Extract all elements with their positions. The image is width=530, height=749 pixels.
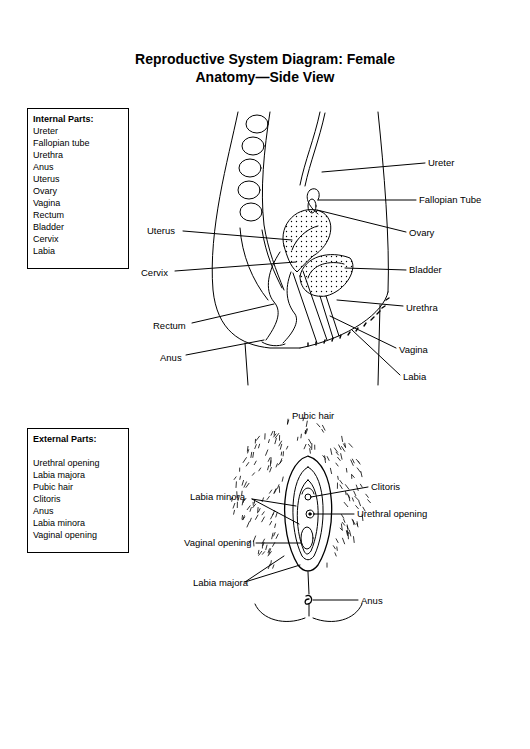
ovary <box>308 199 316 213</box>
list-item: Anus <box>33 161 123 173</box>
list-item: Anus <box>33 505 123 517</box>
vertebra <box>240 203 262 221</box>
part-label: Pubic hair <box>292 410 334 422</box>
list-item: Vaginal opening <box>33 529 123 541</box>
list-item: Cervix <box>33 233 123 245</box>
part-label: Bladder <box>409 264 442 276</box>
part-label: Anus <box>361 595 383 607</box>
ureter <box>300 112 325 186</box>
leg-line <box>378 305 380 385</box>
list-item: Bladder <box>33 221 123 233</box>
diagram-title: Reproductive System Diagram: Female Anat… <box>135 50 395 86</box>
part-label: Urethra <box>406 302 438 314</box>
vertebra <box>246 115 268 133</box>
leader-line <box>352 330 400 375</box>
part-label: Anus <box>160 352 182 364</box>
leader-line <box>252 499 299 524</box>
abdomen-outline <box>378 112 388 292</box>
perineum <box>308 572 309 594</box>
part-label: Cervix <box>141 267 168 279</box>
bladder-inner <box>308 263 344 278</box>
list-item: Clitoris <box>33 493 123 505</box>
list-heading: External Parts: <box>33 433 123 445</box>
anus-external <box>305 595 312 604</box>
urethral-dot <box>309 513 311 515</box>
urethra <box>320 296 339 338</box>
leader-line <box>314 514 354 515</box>
list-item: Urethra <box>33 149 123 161</box>
vertebra <box>239 159 261 177</box>
bladder <box>300 255 353 297</box>
list-item: Urethral opening <box>33 457 123 469</box>
list-item: Fallopian tube <box>33 137 123 149</box>
leader-line <box>186 340 264 355</box>
leader-line <box>317 210 406 232</box>
vertebra <box>242 137 264 155</box>
part-label: Rectum <box>153 320 186 332</box>
parts-list-box: External Parts: Urethral openingLabia maj… <box>27 428 129 553</box>
list-item: Pubic hair <box>33 481 123 493</box>
leader-line <box>311 487 368 497</box>
list-item: Labia <box>33 245 123 257</box>
part-label: Fallopian Tube <box>419 194 481 206</box>
anus-side <box>262 342 285 346</box>
list-item: Labia majora <box>33 469 123 481</box>
list-item: Uterus <box>33 173 123 185</box>
leader-line <box>192 304 274 323</box>
leader-lines <box>175 163 425 600</box>
part-label: Clitoris <box>371 481 400 493</box>
parts-list-box: Internal Parts:UreterFallopian tubeUreth… <box>27 108 129 269</box>
leader-line <box>256 543 301 544</box>
list-item: Ovary <box>33 185 123 197</box>
leader-line <box>318 200 416 201</box>
part-label: Labia majora <box>193 577 248 589</box>
leader-line <box>337 300 403 306</box>
list-item: Labia minora <box>33 517 123 529</box>
part-label: Labia minora <box>190 491 245 503</box>
list-item: Vagina <box>33 197 123 209</box>
part-label: Uterus <box>147 225 175 237</box>
part-label: Labia <box>403 371 426 383</box>
leader-line <box>322 163 425 172</box>
leader-line <box>245 556 300 582</box>
leg-line <box>245 343 248 385</box>
uterine-cavity <box>292 226 318 250</box>
labia-inner <box>293 467 323 560</box>
clitoris <box>305 494 311 500</box>
part-label: Vagina <box>399 344 428 356</box>
part-label: Ovary <box>409 227 434 239</box>
vaginal-opening <box>301 527 313 549</box>
leader-line <box>330 316 396 348</box>
part-label: Urethral opening <box>357 508 427 520</box>
vagina <box>293 271 327 343</box>
clitoral-hood <box>302 488 314 494</box>
buttock-line <box>255 604 362 622</box>
part-label: Ureter <box>428 157 454 169</box>
list-item: Ureter <box>33 125 123 137</box>
vertebra <box>238 181 260 199</box>
leader-line <box>175 262 296 271</box>
list-heading: Internal Parts: <box>33 113 123 125</box>
rectum <box>266 252 297 343</box>
list-item: Rectum <box>33 209 123 221</box>
leader-line <box>183 231 292 240</box>
urethral-opening <box>306 510 314 518</box>
leader-line <box>345 268 406 270</box>
part-label: Vaginal opening <box>184 537 251 549</box>
pubic-hair <box>231 418 371 569</box>
leader-line <box>313 600 358 601</box>
